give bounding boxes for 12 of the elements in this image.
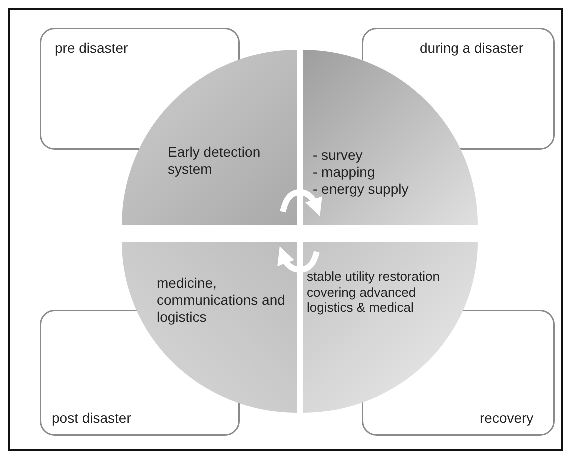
node-text: - mapping <box>313 164 376 181</box>
node-text: pre disaster <box>55 40 128 57</box>
node-text: medicine, communications and logistics <box>157 275 286 326</box>
node-text: during a disaster <box>420 40 524 57</box>
node-text: - energy supply <box>313 181 409 198</box>
node-text: Early detection system <box>168 144 262 178</box>
node-text: - survey <box>313 147 363 164</box>
node-text: stable utility restoration covering advanced logistics & medical <box>307 269 441 316</box>
node-text: recovery <box>480 410 534 427</box>
quadrant-segment <box>122 242 297 413</box>
quadrant-segment <box>303 242 478 413</box>
node-text: post disaster <box>52 410 132 427</box>
